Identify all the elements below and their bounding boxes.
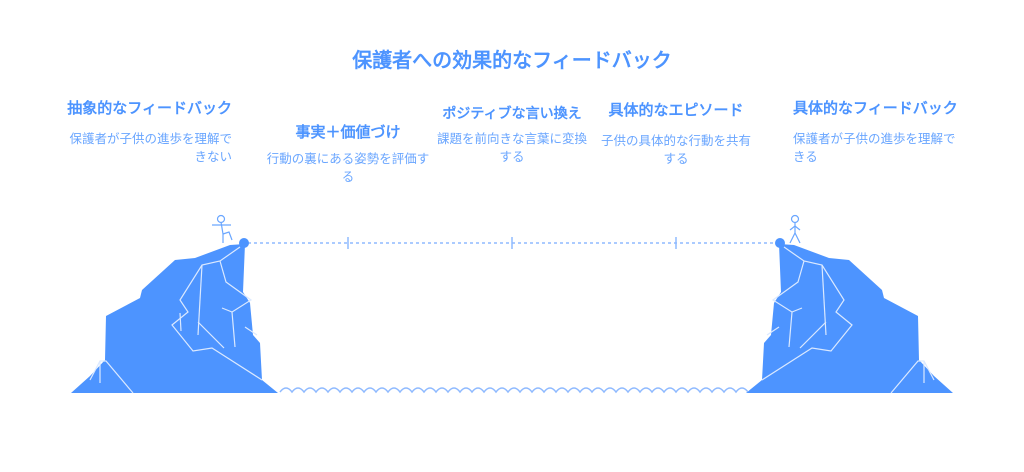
left-cliff <box>71 244 278 394</box>
step-heading: 抽象的なフィードバック <box>67 99 232 117</box>
step-description: 保護者が子供の進歩を理解できない <box>69 131 232 164</box>
right-cliff <box>746 244 953 394</box>
step-end: 具体的なフィードバック 保護者が子供の進歩を理解できる <box>793 96 963 166</box>
step-description: 保護者が子供の進歩を理解できる <box>793 131 956 164</box>
water-waves <box>279 387 749 394</box>
step-markers <box>347 237 677 249</box>
person-balancing-icon <box>212 214 233 243</box>
step-description: 行動の裏にある姿勢を評価する <box>266 151 430 184</box>
person-standing-icon <box>789 214 801 244</box>
step-heading: 具体的なエピソード <box>608 101 744 119</box>
start-point <box>239 238 249 248</box>
step-description: 子供の具体的な行動を共有する <box>600 133 751 166</box>
step-heading: ポジティブな言い換え <box>442 106 582 122</box>
step-3: ポジティブな言い換え 課題を前向きな言葉に変換する <box>432 104 592 166</box>
step-2: 事実＋価値づけ 行動の裏にある姿勢を評価する <box>263 120 433 186</box>
diagram-title: 保護者への効果的なフィードバック <box>352 48 672 72</box>
step-start: 抽象的なフィードバック 保護者が子供の進歩を理解できない <box>62 96 232 166</box>
step-description: 課題を前向きな言葉に変換する <box>436 131 587 164</box>
step-heading: 事実＋価値づけ <box>295 123 401 141</box>
end-point <box>775 238 785 248</box>
step-4: 具体的なエピソード 子供の具体的な行動を共有する <box>600 98 752 168</box>
step-heading: 具体的なフィードバック <box>793 99 958 117</box>
